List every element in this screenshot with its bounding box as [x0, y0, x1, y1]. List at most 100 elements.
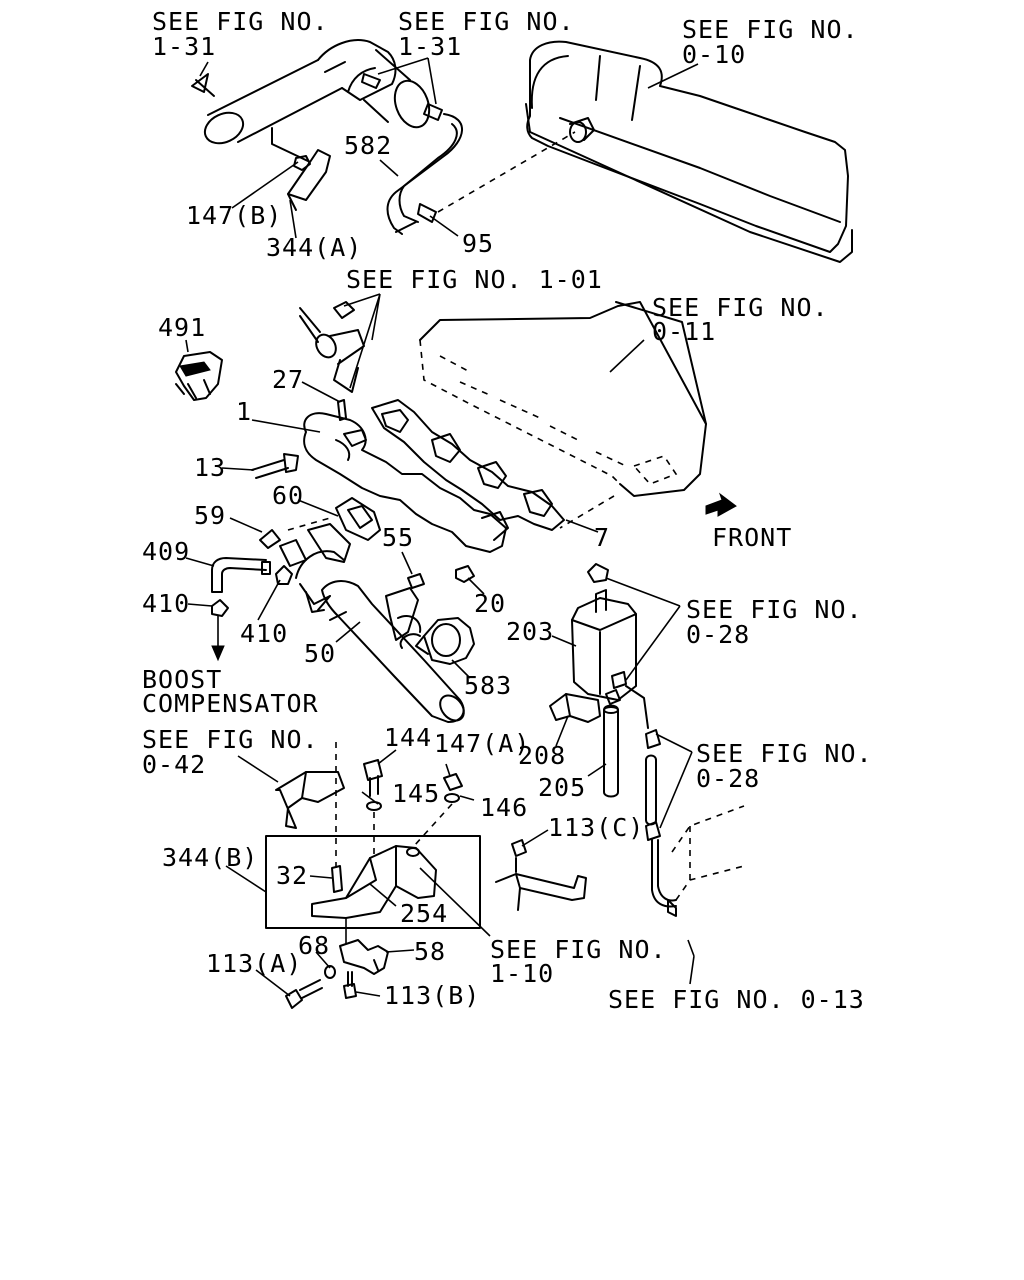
- tube-205: [603, 689, 621, 798]
- part-label-146: 146: [480, 793, 528, 822]
- part-label-60: 60: [272, 481, 304, 510]
- alignment-line: [287, 517, 331, 531]
- exhaust-pipe-50: [279, 523, 465, 723]
- bracket-491: [175, 351, 223, 401]
- clamp-410-icon: [275, 565, 293, 585]
- front-arrow-icon: [705, 492, 737, 517]
- part-label-144: 144: [384, 723, 432, 752]
- part-label-582: 582: [344, 131, 392, 160]
- bolt-144: [363, 759, 383, 797]
- part-label-58: 58: [414, 937, 446, 966]
- bracket-208: [549, 693, 601, 723]
- washer-145: [366, 801, 382, 811]
- reservoir-203: [571, 563, 637, 701]
- part-label-13: 13: [194, 453, 226, 482]
- assembly-box-344b: [265, 835, 481, 929]
- part-label-68: 68: [298, 931, 330, 960]
- exhaust-manifold-1: [303, 412, 509, 553]
- nut-147a: [443, 773, 463, 803]
- part-label-95: 95: [462, 229, 494, 258]
- nut-20: [455, 565, 475, 583]
- sensor-58: [339, 939, 389, 975]
- hose-582: [386, 113, 463, 235]
- boost-compensator-line1: BOOST: [142, 665, 222, 694]
- drain-line: [559, 495, 677, 908]
- intake-pipe-elbow: [203, 39, 431, 145]
- hose-clamp-icon: [361, 73, 443, 121]
- part-label-344b: 344(B): [162, 843, 258, 872]
- actuator-583: [415, 617, 475, 665]
- part-label-55: 55: [382, 523, 414, 552]
- part-label-50: 50: [304, 639, 336, 668]
- part-label-59: 59: [194, 501, 226, 530]
- part-label-20: 20: [474, 589, 506, 618]
- part-label-32: 32: [276, 861, 308, 890]
- front-label: FRONT: [712, 523, 792, 552]
- bolt-icon: [191, 73, 215, 97]
- bracket-1-10: [495, 873, 587, 911]
- washer-68: [324, 965, 336, 979]
- cylinder-head-cover: [525, 40, 853, 263]
- gasket-60: [335, 497, 381, 541]
- exhaust-bracket: [299, 301, 365, 393]
- part-label-409: 409: [142, 537, 190, 566]
- boost-compensator-line2: COMPENSATOR: [142, 689, 319, 718]
- bolt-113c: [511, 839, 527, 873]
- ref-fig-0-13: SEE FIG NO. 0-13: [608, 985, 865, 1014]
- hose-409: [211, 557, 271, 593]
- ref-fig-0-11-line1: SEE FIG NO.: [652, 293, 829, 322]
- part-label-113c: 113(C): [548, 813, 644, 842]
- part-label-113b: 113(B): [384, 981, 480, 1010]
- part-label-145: 145: [392, 779, 440, 808]
- leader-lines: [185, 57, 699, 997]
- bolt-59: [259, 529, 281, 549]
- ref-fig-1-10-line2: 1-10: [490, 959, 554, 988]
- reference-labels: SEE FIG NO. 1-31 SEE FIG NO. 1-31 SEE FI…: [142, 7, 873, 1014]
- manifold-gasket-7: [371, 399, 565, 531]
- part-label-147b: 147(B): [186, 201, 282, 230]
- ref-fig-1-01: SEE FIG NO. 1-01: [346, 265, 603, 294]
- part-label-410-left: 410: [142, 589, 190, 618]
- bolt-113b: [343, 971, 357, 999]
- ref-fig-0-42-line1: SEE FIG NO.: [142, 725, 319, 754]
- ref-fig-1-31-a-line1: SEE FIG NO.: [152, 7, 329, 36]
- part-label-27: 27: [272, 365, 304, 394]
- bolt-113a: [285, 979, 323, 1009]
- part-label-113a: 113(A): [206, 949, 302, 978]
- part-label-205: 205: [538, 773, 586, 802]
- cylinder-head-block: [419, 301, 707, 497]
- pipe-bracket-55: [385, 573, 425, 649]
- part-label-147a: 147(A): [434, 729, 530, 758]
- bracket-344a: [271, 127, 331, 211]
- ref-fig-0-11-line2: 0-11: [652, 317, 716, 346]
- bracket-0-42: [275, 771, 345, 829]
- part-label-583: 583: [464, 671, 512, 700]
- chassis-frame: [667, 805, 745, 917]
- part-label-491: 491: [158, 313, 206, 342]
- ref-fig-0-28-b-line2: 0-28: [696, 764, 760, 793]
- part-label-344a: 344(A): [266, 233, 362, 262]
- ref-fig-1-31-b-line2: 1-31: [398, 32, 462, 61]
- part-label-7: 7: [594, 523, 610, 552]
- part-label-254: 254: [400, 899, 448, 928]
- ref-fig-1-31-a-line2: 1-31: [152, 32, 216, 61]
- ref-fig-0-10-line2: 0-10: [682, 40, 746, 69]
- part-number-labels: 582 147(B) 344(A) 95 491 27 1 13 60 59 4…: [142, 131, 644, 1010]
- ref-fig-0-10-line1: SEE FIG NO.: [682, 15, 859, 44]
- bolt-13: [251, 453, 299, 479]
- ref-fig-1-10-line1: SEE FIG NO.: [490, 935, 667, 964]
- ref-fig-0-28-a-line1: SEE FIG NO.: [686, 595, 863, 624]
- breather-line: [437, 131, 576, 213]
- part-label-208: 208: [518, 741, 566, 770]
- nut-line: [413, 803, 453, 847]
- part-label-203: 203: [506, 617, 554, 646]
- ref-fig-0-42-line2: 0-42: [142, 750, 206, 779]
- stud-32: [331, 865, 343, 893]
- clamp-410-left-icon: [211, 599, 229, 662]
- part-label-1: 1: [236, 397, 252, 426]
- ref-fig-0-28-a-line2: 0-28: [686, 620, 750, 649]
- part-label-410-right: 410: [240, 619, 288, 648]
- ref-fig-0-28-b-line1: SEE FIG NO.: [696, 739, 873, 768]
- ref-fig-1-31-b-line1: SEE FIG NO.: [398, 7, 575, 36]
